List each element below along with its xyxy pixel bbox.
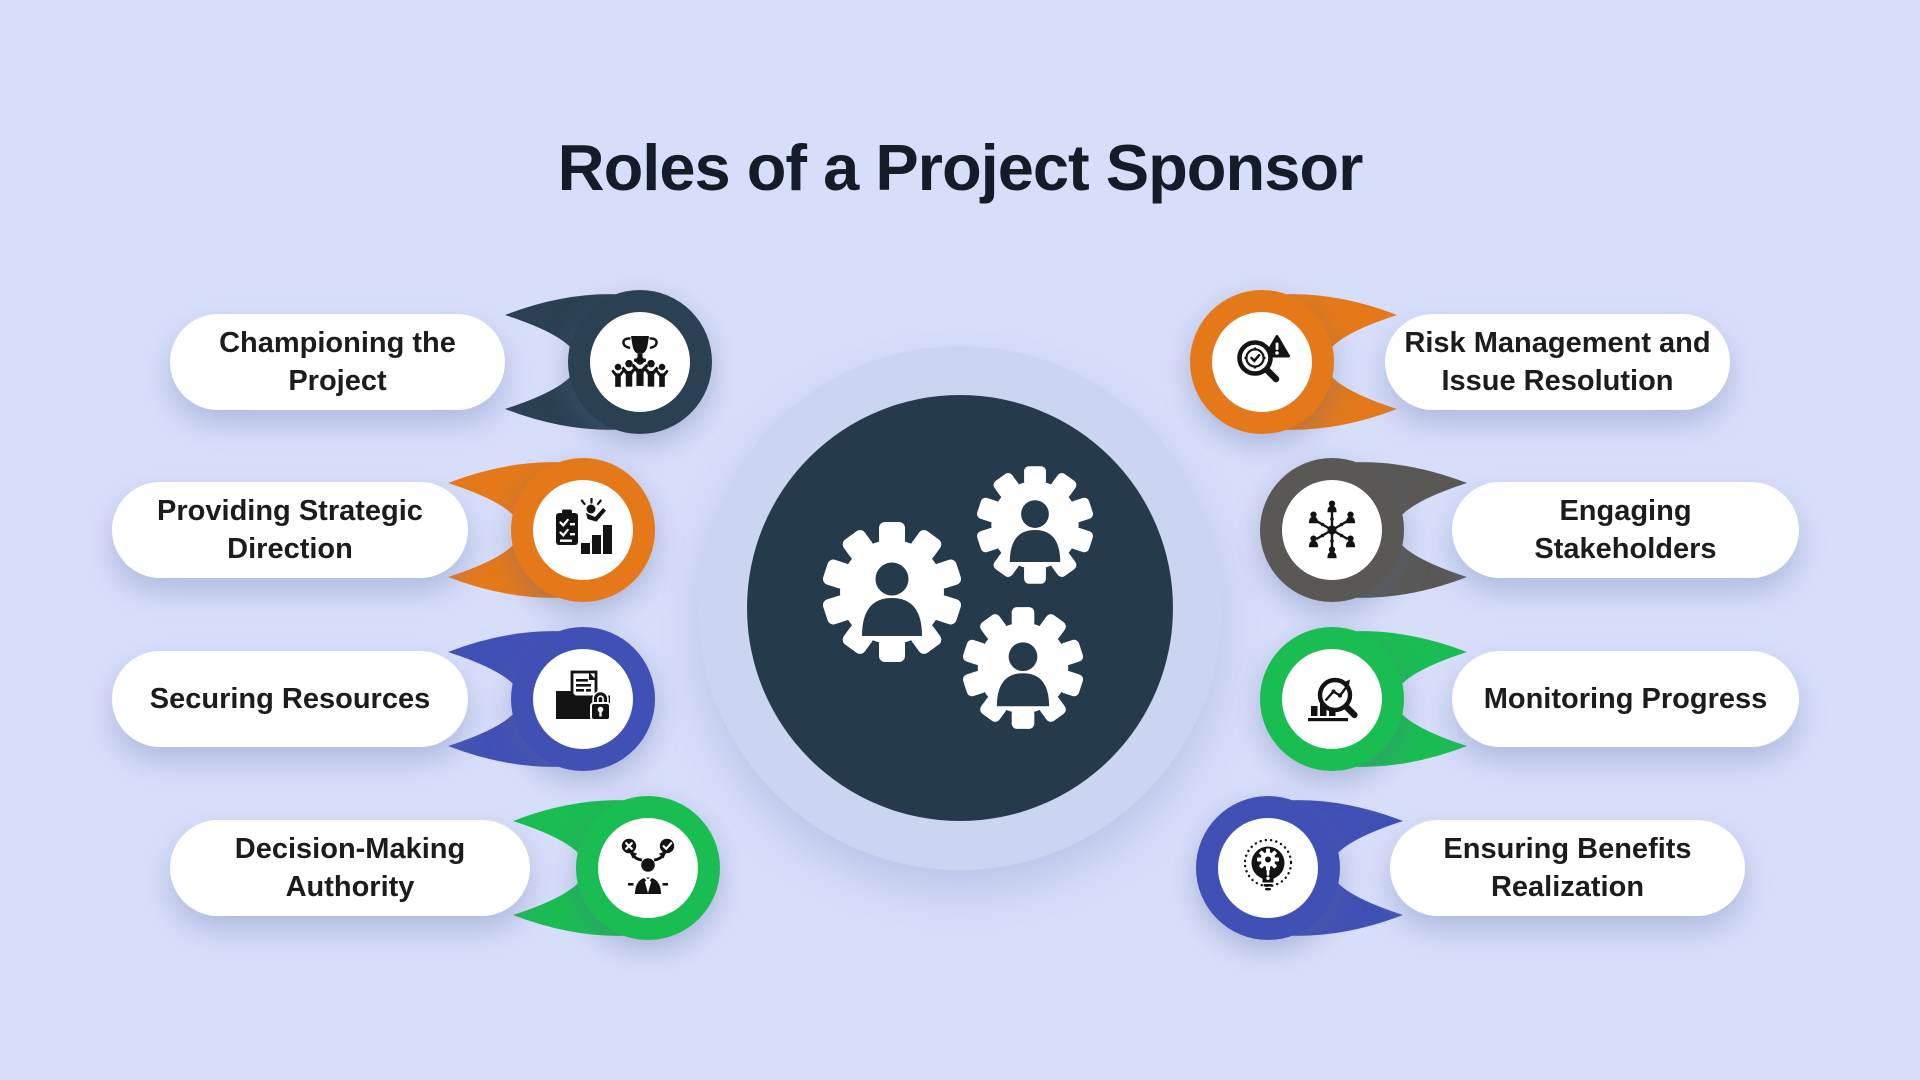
role-icon-bubble <box>511 627 655 771</box>
trophy-celebration-icon <box>611 336 669 387</box>
role-pill: Providing Strategic Direction <box>112 482 468 578</box>
lightbulb-gear-icon <box>1243 838 1293 891</box>
risk-magnifier-warning-icon <box>1237 335 1290 383</box>
three-gears-team-icon <box>821 466 1095 729</box>
role-pill: Ensuring Benefits Realization <box>1390 820 1745 916</box>
role-pill: Securing Resources <box>112 651 468 747</box>
role-pill: Engaging Stakeholders <box>1452 482 1799 578</box>
stakeholder-network-icon <box>1308 500 1356 559</box>
role-icon-bubble <box>1190 290 1334 434</box>
role-icon-bubble <box>1260 458 1404 602</box>
center-core-circle <box>747 395 1173 821</box>
role-icon-bubble <box>568 290 712 434</box>
role-icon-bubble <box>1260 627 1404 771</box>
role-pill: Championing the Project <box>170 314 505 410</box>
folder-lock-icon <box>556 670 611 721</box>
role-pill: Decision-Making Authority <box>170 820 530 916</box>
role-pill: Risk Management and Issue Resolution <box>1385 314 1730 410</box>
decision-person-icon <box>621 838 675 894</box>
role-pill: Monitoring Progress <box>1452 651 1799 747</box>
page-title: Roles of a Project Sponsor <box>557 130 1364 204</box>
strategy-growth-icon <box>556 498 612 554</box>
role-icon-bubble <box>1196 796 1340 940</box>
progress-magnifier-chart-icon <box>1308 677 1358 722</box>
role-icon-bubble <box>511 458 655 602</box>
role-icon-bubble <box>576 796 720 940</box>
